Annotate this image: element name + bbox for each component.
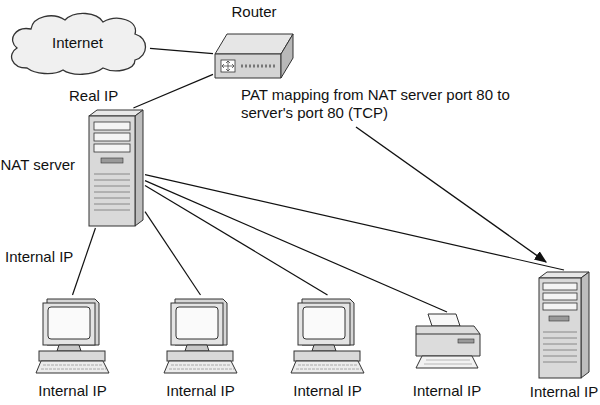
computer-icon xyxy=(163,295,238,375)
node-label: Internal IP xyxy=(413,382,481,399)
web-server: Internal IP xyxy=(537,270,591,380)
network-link xyxy=(145,185,328,295)
printer-icon xyxy=(412,312,482,372)
web-server-icon xyxy=(537,270,591,380)
network-link xyxy=(73,228,96,295)
internet-cloud: Internet xyxy=(5,10,150,75)
network-link xyxy=(145,175,564,270)
network-printer: Internal IP xyxy=(412,312,482,372)
node-label: NAT server xyxy=(1,156,75,173)
annotation-note: PAT mapping from NAT server port 80 to s… xyxy=(240,86,514,122)
computer-icon xyxy=(35,295,110,375)
node-label: Internal IP xyxy=(293,382,361,399)
router-icon xyxy=(213,32,295,82)
server-tower-icon xyxy=(87,108,145,228)
node-label: Router xyxy=(231,3,276,20)
network-link xyxy=(145,212,201,295)
node-label: Internet xyxy=(52,34,103,51)
router: Router xyxy=(213,32,295,82)
client-computer: Internal IP xyxy=(163,295,238,375)
callout-arrow xyxy=(356,127,546,262)
nat-server: NAT server xyxy=(87,108,145,228)
network-link xyxy=(133,74,213,108)
node-label: Internal IP xyxy=(166,382,234,399)
address-label: Internal IP xyxy=(4,248,74,266)
network-link xyxy=(145,181,447,312)
node-label: Internal IP xyxy=(38,382,106,399)
client-computer: Internal IP xyxy=(35,295,110,375)
computer-icon xyxy=(290,295,365,375)
network-link xyxy=(150,48,213,53)
client-computer: Internal IP xyxy=(290,295,365,375)
address-label: Real IP xyxy=(68,87,119,105)
node-label: Internal IP xyxy=(530,383,598,400)
